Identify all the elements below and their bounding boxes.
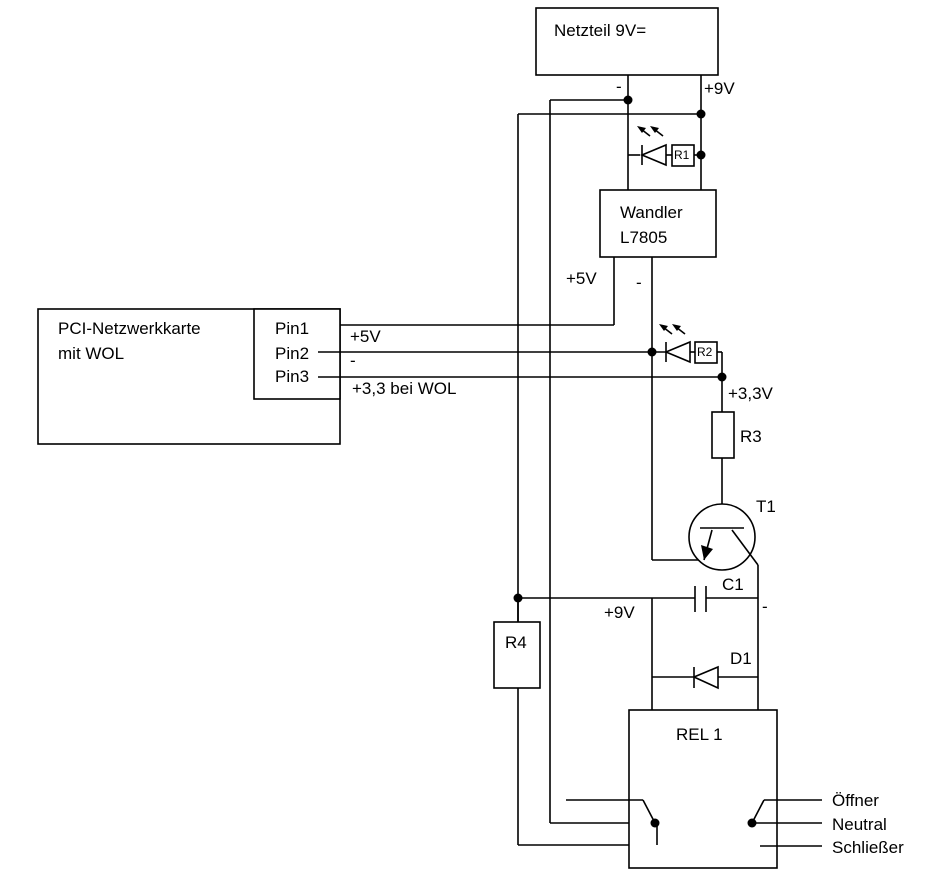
- relay-right-contacts: [747, 799, 822, 847]
- resistor-r4: R4: [493, 598, 657, 846]
- relay-left-contacts: [566, 799, 660, 845]
- nic-label-line2: mit WOL: [58, 344, 124, 363]
- voltage-converter: Wandler L7805 +5V -: [566, 189, 717, 292]
- diode-d1: D1: [652, 649, 758, 690]
- psu-9v-wires: [517, 75, 706, 622]
- nic-label-line1: PCI-Netzwerkkarte: [58, 319, 201, 338]
- wire-5v-pin1: [318, 257, 615, 326]
- converter-label-line1: Wandler: [620, 203, 683, 222]
- r4-label: R4: [505, 633, 527, 652]
- capacitor-c1: C1 +9V -: [513, 575, 768, 622]
- power-supply-label: Netzteil 9V=: [554, 21, 646, 40]
- led1-light-arrows-icon: [637, 126, 664, 137]
- pin3-label: Pin3: [275, 367, 309, 386]
- r2-label: R2: [697, 345, 713, 359]
- transistor-t1: T1: [688, 497, 776, 710]
- contact-nc-label: Öffner: [832, 791, 879, 810]
- contact-no-label: Schließer: [832, 838, 904, 857]
- led1-with-r1: R1: [628, 126, 706, 167]
- led2-with-r2: R2: [659, 324, 723, 377]
- network-card: PCI-Netzwerkkarte mit WOL Pin1 Pin2 Pin3…: [37, 308, 456, 445]
- converter-minus-label: -: [636, 273, 642, 292]
- contact-common-label: Neutral: [832, 815, 887, 834]
- psu-minus-label: -: [616, 77, 622, 96]
- resistor-r3: R3: [711, 411, 762, 528]
- pin1-label: Pin1: [275, 319, 309, 338]
- t1-label: T1: [756, 497, 776, 516]
- relay-label: REL 1: [676, 725, 723, 744]
- pin1-signal-label: +5V: [350, 327, 381, 346]
- relay-rel1: REL 1 Öffner Neutral Schließer: [566, 709, 904, 869]
- psu-ground-wires: [549, 75, 657, 824]
- v33-label: +3,3V: [728, 384, 774, 403]
- pin3-signal-label: +3,3 bei WOL: [352, 379, 456, 398]
- converter-plus-label: +5V: [566, 269, 597, 288]
- psu-plus-label: +9V: [704, 79, 735, 98]
- c1-label: C1: [722, 575, 744, 594]
- led2-light-arrows-icon: [659, 324, 686, 335]
- c1-minus-label: -: [762, 597, 768, 616]
- converter-label-line2: L7805: [620, 228, 667, 247]
- pin2-label: Pin2: [275, 344, 309, 363]
- wire-pin3: +3,3V: [318, 372, 774, 412]
- r3-label: R3: [740, 427, 762, 446]
- pin2-signal-label: -: [350, 351, 356, 370]
- power-supply: Netzteil 9V= - +9V: [535, 7, 735, 98]
- r1-label: R1: [674, 148, 690, 162]
- wire-converter-ground: [647, 257, 704, 561]
- d1-label: D1: [730, 649, 752, 668]
- c1-plus-label: +9V: [604, 603, 635, 622]
